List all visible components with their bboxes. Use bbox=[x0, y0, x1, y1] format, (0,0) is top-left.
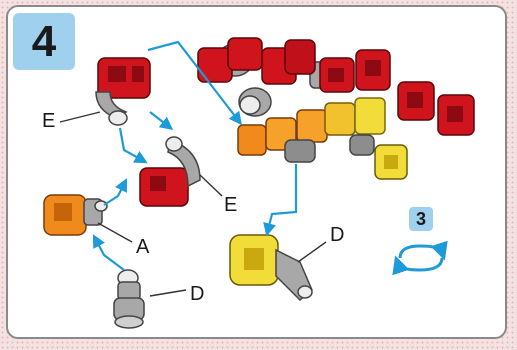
red-row bbox=[197, 37, 475, 136]
label-e-upper: E bbox=[42, 110, 56, 132]
assembled-model bbox=[197, 37, 475, 180]
assembly-arrows bbox=[92, 40, 298, 271]
piece-e-middle bbox=[139, 136, 201, 207]
rotation-count-badge: 3 bbox=[409, 207, 433, 231]
piece-d-bottom bbox=[113, 269, 145, 329]
orange-row bbox=[237, 97, 408, 180]
step-number-badge: 4 bbox=[13, 13, 75, 70]
rotation-arrows-icon bbox=[392, 240, 448, 276]
piece-e-top bbox=[95, 57, 151, 126]
label-d-bottom: D bbox=[190, 283, 205, 305]
label-a: A bbox=[136, 236, 150, 258]
label-d-right: D bbox=[330, 224, 345, 246]
label-e-middle: E bbox=[224, 194, 238, 216]
piece-d-right bbox=[229, 234, 313, 302]
piece-a bbox=[43, 194, 108, 236]
leader-lines bbox=[59, 111, 327, 297]
